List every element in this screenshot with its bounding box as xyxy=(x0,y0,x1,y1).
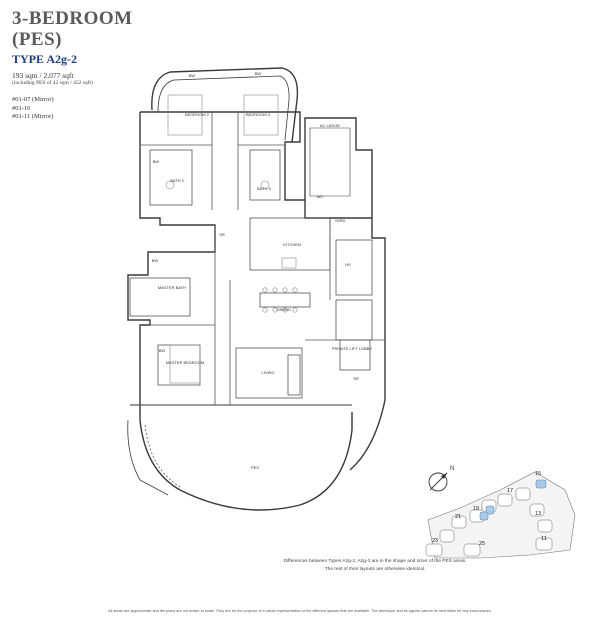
block-label: 25 xyxy=(479,541,485,547)
note-line-2: The rest of their layouts are otherwise … xyxy=(324,567,426,572)
room-label-private-lift-lobby: PRIVATE LIFT LOBBY xyxy=(332,346,373,351)
key-plan: N 15 17 19 21 23 25 13 11 xyxy=(425,466,576,559)
unit-area: 193 sqm / 2,077 sqft xyxy=(12,71,74,80)
room-label-wc: WC xyxy=(317,194,324,199)
block-label: 13 xyxy=(535,511,541,517)
block-label: 17 xyxy=(507,488,513,494)
room-label-yard: YARD xyxy=(335,218,346,223)
highlighted-units xyxy=(479,479,547,521)
title-line-1: 3-BEDROOM xyxy=(12,8,133,29)
room-label-ac-ledge: AC LEDGE xyxy=(320,123,341,128)
room-label-sr: SR xyxy=(353,376,359,381)
unit-area-note: (including PES of 42 sqm / 452 sqft) xyxy=(12,80,93,86)
room-label-bw: BW xyxy=(189,73,196,78)
unit-number: #01-07 (Mirror) xyxy=(12,96,54,103)
room-label-bedroom-2: BEDROOM 2 xyxy=(185,112,210,117)
room-label-bw: BW xyxy=(153,159,160,164)
page-title: 3-BEDROOM (PES) xyxy=(12,8,133,50)
room-label-bath-2: BATH 2 xyxy=(170,178,184,183)
room-label-bw: BW xyxy=(152,258,159,263)
unit-list: #01-07 (Mirror) #01-10 #01-11 (Mirror) xyxy=(12,96,54,122)
title-line-2: (PES) xyxy=(12,29,62,50)
room-label-living: LIVING xyxy=(261,370,274,375)
room-label-hs: HS xyxy=(345,262,351,267)
block-label: 15 xyxy=(535,471,541,477)
room-label-pes: PES xyxy=(251,465,259,470)
block-label: 19 xyxy=(473,506,479,512)
room-label-dining: DINING xyxy=(277,307,291,312)
site-boundary xyxy=(427,471,576,559)
block-label: 21 xyxy=(455,514,461,520)
block-label: 11 xyxy=(541,536,547,542)
room-label-bedroom-3: BEDROOM 3 xyxy=(246,112,271,117)
type-difference-note: Differences between Types A2g-2, A2g-3 a… xyxy=(0,558,600,574)
floor-plan: BEDROOM 2 BEDROOM 3 BATH 2 BATH 3 KITCHE… xyxy=(127,67,386,511)
compass-north-label: N xyxy=(450,466,454,472)
note-line-1: Differences between Types A2g-2, A2g-3 a… xyxy=(283,559,467,564)
room-label-master-bath: MASTER BATH xyxy=(158,285,186,290)
room-label-bw: BW xyxy=(159,348,166,353)
unit-number: #01-10 xyxy=(12,104,31,112)
room-label-bw: BW xyxy=(255,71,262,76)
block-label: 23 xyxy=(432,538,438,544)
room-label-master-bedroom: MASTER BEDROOM xyxy=(166,360,204,365)
unit-type: TYPE A2g-2 xyxy=(12,52,78,66)
compass-icon xyxy=(428,472,448,492)
room-label-sr: SR xyxy=(219,232,225,237)
disclaimer: All areas are approximate and the plans … xyxy=(108,609,492,613)
compass: N xyxy=(428,466,454,492)
room-label-kitchen: KITCHEN xyxy=(283,242,301,247)
room-label-bath-3: BATH 3 xyxy=(257,186,271,191)
unit-number: #01-11 (Mirror) xyxy=(12,113,54,120)
